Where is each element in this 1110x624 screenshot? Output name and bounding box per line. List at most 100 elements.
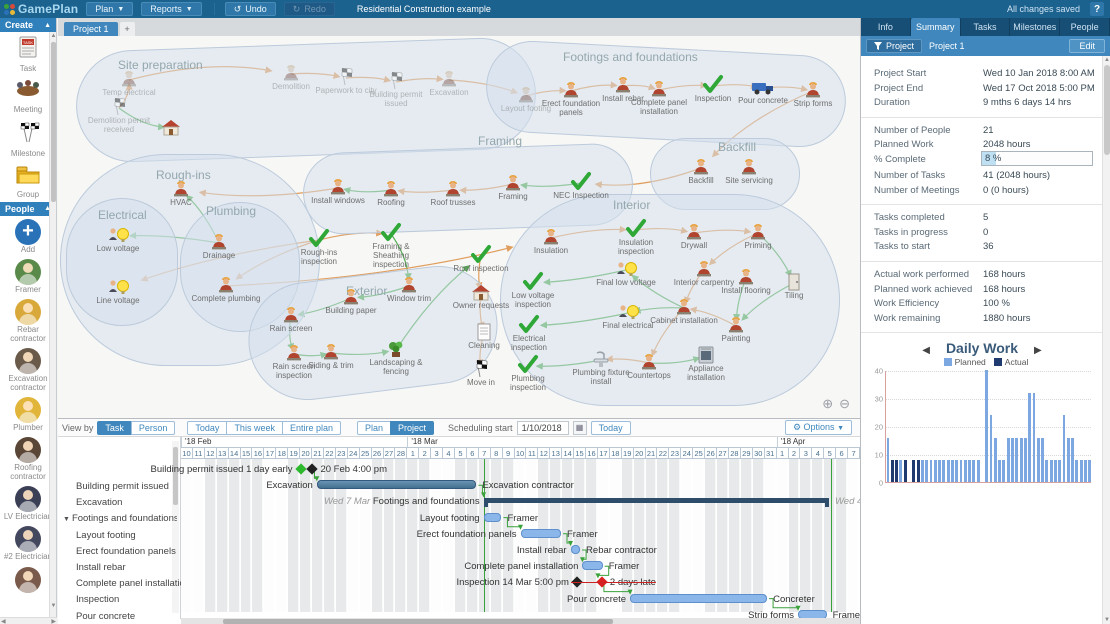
- task-node-demolition-permit-received[interactable]: Demolition permit received: [84, 96, 154, 135]
- task-node-hvac[interactable]: HVAC: [146, 178, 216, 208]
- sidebar-person-unnamed[interactable]: [0, 564, 56, 596]
- group-blob-interior[interactable]: [500, 194, 840, 406]
- plan-menu-button[interactable]: Plan▼: [86, 2, 134, 16]
- tab-info[interactable]: Info: [861, 18, 911, 36]
- task-node-low-voltage[interactable]: Low voltage: [83, 224, 153, 254]
- redo-button[interactable]: ↻Redo: [283, 2, 335, 16]
- tab-people[interactable]: People: [1060, 18, 1110, 36]
- task-node-line-voltage[interactable]: Line voltage: [83, 276, 153, 306]
- sidebar-person-lv-electrician[interactable]: LV Electrician: [0, 483, 56, 523]
- task-node-complete-plumbing[interactable]: Complete plumbing: [191, 274, 261, 304]
- range-entire-plan[interactable]: Entire plan: [281, 420, 341, 435]
- task-node-complete-panel-installation[interactable]: Complete panel installation: [624, 78, 694, 117]
- sidebar-item-group[interactable]: Group: [0, 160, 56, 201]
- task-node-rough-ins-inspection[interactable]: Rough-ins inspection: [284, 228, 354, 267]
- range-this-week[interactable]: This week: [226, 420, 283, 435]
- sidebar-horizontal-scrollbar[interactable]: ◀▶: [0, 617, 57, 624]
- percent-complete-input[interactable]: 8 %: [981, 151, 1093, 166]
- task-list-scrollbar[interactable]: [172, 441, 179, 613]
- task-node-pour-concrete[interactable]: Pour concrete: [728, 76, 798, 106]
- people-section-header[interactable]: People▲: [0, 201, 56, 216]
- task-node-painting[interactable]: Painting: [701, 314, 771, 344]
- gantt-bar[interactable]: [520, 528, 561, 538]
- gantt-horizontal-scrollbar[interactable]: [181, 618, 860, 624]
- gantt-bar[interactable]: [316, 480, 477, 490]
- task-node-priming[interactable]: Priming: [723, 221, 793, 251]
- task-node-drainage[interactable]: Drainage: [184, 231, 254, 261]
- gantt-bar[interactable]: [483, 512, 502, 522]
- task-node-insulation-inspection[interactable]: Insulation inspection: [601, 218, 671, 257]
- task-node-plumbing-inspection[interactable]: Plumbing inspection: [493, 354, 563, 393]
- task-node-rain-screen[interactable]: Rain screen: [256, 304, 326, 334]
- task-node-building-permit-issued[interactable]: Building permit issued: [361, 70, 431, 109]
- task-node-install-windows[interactable]: Install windows: [303, 176, 373, 206]
- scroll-down-icon[interactable]: ▼: [1104, 617, 1110, 623]
- sidebar-item-milestone[interactable]: Milestone: [0, 117, 56, 160]
- create-section-header[interactable]: Create▲: [0, 18, 56, 32]
- sidebar-person--2-electrician[interactable]: #2 Electrician: [0, 523, 56, 563]
- task-node-drywall[interactable]: Drywall: [659, 221, 729, 251]
- task-node-install-rebar[interactable]: Install rebar: [588, 74, 658, 104]
- scroll-up-icon[interactable]: ▲: [1104, 57, 1110, 63]
- task-node-building-paper[interactable]: Building paper: [316, 286, 386, 316]
- task-list-item[interactable]: ▼Footings and foundations: [63, 513, 177, 525]
- task-list-item[interactable]: Install rebar: [76, 562, 126, 573]
- task-node-final-electrical[interactable]: Final electrical: [593, 301, 663, 331]
- task-node-low-voltage-inspection[interactable]: Low voltage inspection: [498, 271, 568, 310]
- task-node-nec-inspection[interactable]: NEC Inspection: [546, 171, 616, 201]
- task-node-window-trim[interactable]: Window trim: [374, 274, 444, 304]
- sidebar-person-add[interactable]: +Add: [0, 216, 56, 256]
- task-node-siding-trim[interactable]: Siding & trim: [296, 341, 366, 371]
- tab-tasks[interactable]: Tasks: [961, 18, 1011, 36]
- reports-menu-button[interactable]: Reports▼: [141, 2, 202, 16]
- task-node-owner-requests[interactable]: Owner requests: [446, 281, 516, 311]
- zoom-in-icon[interactable]: ⊕: [822, 396, 834, 411]
- task-node-insulation[interactable]: Insulation: [516, 226, 586, 256]
- sidebar-person-framer[interactable]: Framer: [0, 256, 56, 296]
- tab-summary[interactable]: Summary: [910, 18, 961, 36]
- scrollbar-thumb[interactable]: [51, 42, 56, 202]
- gantt-bar[interactable]: [483, 498, 830, 504]
- task-node-landscaping-fencing[interactable]: Landscaping & fencing: [361, 338, 431, 377]
- task-node-layout-footing[interactable]: Layout footing: [491, 84, 561, 114]
- sidebar-person-rebar-contractor[interactable]: Rebar contractor: [0, 296, 56, 345]
- sidebar-person-roofing-contractor[interactable]: Roofing contractor: [0, 434, 56, 483]
- view-by-task[interactable]: Task: [97, 420, 132, 435]
- options-button[interactable]: ⚙ Options ▼: [784, 420, 852, 435]
- task-list-item[interactable]: Excavation: [76, 497, 123, 509]
- task-node-roof-inspection[interactable]: Roof inspection: [446, 244, 516, 274]
- scrollbar-thumb[interactable]: [223, 619, 613, 624]
- scroll-up-icon[interactable]: ▲: [50, 33, 57, 39]
- task-list-item[interactable]: Pour concrete: [76, 610, 136, 622]
- scrollbar-thumb[interactable]: [173, 447, 178, 505]
- calendar-icon[interactable]: ▦: [572, 420, 587, 435]
- task-node-backfill[interactable]: Backfill: [666, 156, 736, 186]
- task-node-cleaning[interactable]: Cleaning: [449, 321, 519, 351]
- sidebar-item-meeting[interactable]: Meeting: [0, 75, 56, 116]
- task-node-interior-carpentry[interactable]: Interior carpentry: [669, 258, 739, 288]
- task-list-item[interactable]: Complete panel installation: [76, 578, 190, 590]
- task-list-item[interactable]: Building permit issued: [76, 481, 169, 492]
- task-node-temp-electrical[interactable]: Temp electrical: [94, 68, 164, 98]
- task-list-item[interactable]: Erect foundation panels: [76, 545, 176, 557]
- sidebar-vertical-scrollbar[interactable]: ▲ ▼: [49, 32, 56, 617]
- add-tab-button[interactable]: +: [119, 22, 135, 36]
- mode-project[interactable]: Project: [390, 420, 435, 435]
- task-node-rain-screen-inspection[interactable]: Rain screen inspection: [259, 342, 329, 381]
- mode-plan[interactable]: Plan: [356, 420, 391, 435]
- tab-milestones[interactable]: Milestones: [1010, 18, 1061, 36]
- scroll-left-icon[interactable]: ◀: [1, 618, 6, 624]
- chart-next-icon[interactable]: ▶: [1034, 345, 1042, 357]
- zoom-out-icon[interactable]: ⊖: [839, 396, 850, 411]
- task-node-excavation[interactable]: Excavation: [414, 68, 484, 98]
- task-node-move-in[interactable]: Move in: [446, 358, 516, 388]
- sidebar-person-plumber[interactable]: Plumber: [0, 394, 56, 434]
- panel-vertical-scrollbar[interactable]: ▲ ▼: [1102, 56, 1110, 624]
- task-node-erect-foundation-panels[interactable]: Erect foundation panels: [536, 79, 606, 118]
- scroll-right-icon[interactable]: ▶: [51, 618, 56, 624]
- edit-button[interactable]: Edit: [1069, 39, 1105, 53]
- task-node-paperwork-to-city[interactable]: Paperwork to city: [311, 66, 381, 96]
- task-node-final-low-voltage[interactable]: Final low voltage: [591, 258, 661, 288]
